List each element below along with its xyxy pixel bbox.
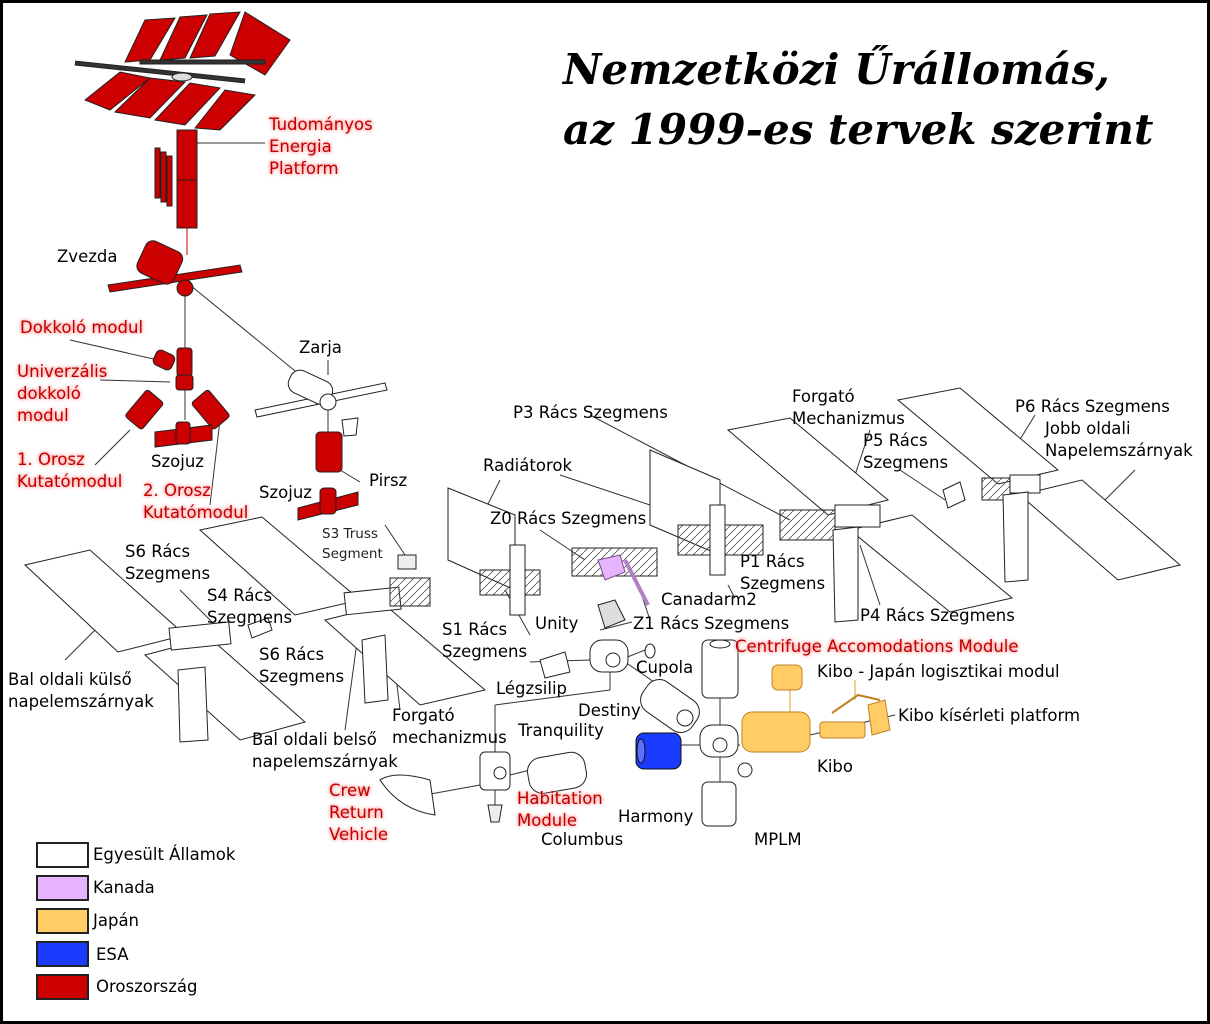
habitation-module [527,751,587,794]
label-left-outer-arrays: Bal oldali külső napelemszárnyak [8,670,154,711]
legend-label-canada: Kanada [93,878,155,897]
label-z0-truss: Z0 Rács Szegmens [490,509,647,528]
left-inner-solar-arrays [198,516,487,706]
kibo-module [741,664,891,753]
label-mplm: MPLM [754,830,802,849]
label-soyuz-1: Szojuz [151,452,204,471]
tranquility-node [479,751,511,791]
label-p3-truss: P3 Rács Szegmens [513,403,668,422]
label-s3-truss: S3 Truss Segment [322,526,383,562]
label-s6-truss-a: S6 Rács Szegmens [125,542,211,583]
pirsz-module [315,431,343,473]
title-line-2: az 1999-es tervek szerint [563,105,1154,154]
label-crew-return-vehicle: Crew Return Vehicle [329,781,389,844]
harmony-node [699,724,739,758]
destiny-lab [640,679,700,733]
label-russian-research-module-2: 2. Orosz Kutatómodul [143,481,249,522]
legend-swatch-esa [36,941,89,967]
label-radiators: Radiátorok [483,456,573,475]
columbus-module [635,732,682,770]
crew-return-vehicle [379,774,436,816]
label-unity: Unity [535,614,579,633]
soyuz-cone [487,804,503,823]
z1-truss [597,599,626,629]
label-pirsz: Pirsz [369,471,408,490]
label-habitation-module: Habitation Module [517,789,603,830]
label-s1-truss: S1 Rács Szegmens [442,620,528,661]
szojuz-capsule [297,487,359,521]
title-line-1: Nemzetközi Űrállomás, [563,45,1110,94]
label-centrifuge-module: Centrifuge Accomodations Module [735,637,1019,656]
label-canadarm2: Canadarm2 [661,590,757,609]
label-kibo-logistics: Kibo - Japán logisztikai modul [817,662,1060,681]
legend-label-usa: Egyesült Államok [93,845,236,864]
label-rotary-mechanism-2: Forgató Mechanizmus [792,387,905,428]
label-p6-truss: P6 Rács Szegmens [1015,397,1170,416]
label-right-arrays: Jobb oldali Napelemszárnyak [1045,419,1193,460]
legend-label-esa: ESA [96,945,129,964]
pma-adapter [737,762,753,778]
label-left-inner-arrays: Bal oldali belső napelemszárnyak [252,730,398,771]
legend-swatch-japan [36,908,89,934]
russian-docking-cluster [125,347,230,448]
unity-node [589,639,629,673]
legend-swatch-usa [36,842,89,868]
s4-truss-segment [247,617,273,639]
label-russian-research-module-1: 1. Orosz Kutatómodul [17,450,123,491]
label-z1-truss: Z1 Rács Szegmens [633,614,790,633]
legend-label-japan: Japán [93,911,140,930]
label-destiny: Destiny [578,701,641,720]
label-p1-truss: P1 Rács Szegmens [740,552,826,593]
label-cupola: Cupola [636,658,694,677]
label-harmony: Harmony [618,807,694,826]
zarja-module [254,369,388,437]
label-universal-docking-module: Univerzális dokkoló modul [17,362,108,425]
science-power-platform [74,11,291,229]
left-outer-solar-arrays [23,549,307,743]
s3-truss-segment [389,554,431,607]
legend-swatch-russia [36,974,89,1000]
label-p5-truss: P5 Rács Szegmens [863,431,949,472]
label-kibo-platform: Kibo kísérleti platform [898,706,1081,725]
label-zarja: Zarja [299,338,342,357]
cupola [644,643,656,659]
label-tranquility: Tranquility [518,721,604,740]
airlock [539,651,571,679]
mplm-module [701,781,737,827]
label-columbus: Columbus [541,830,624,849]
label-airlock: Légzsilip [496,679,568,698]
label-p4-truss: P4 Rács Szegmens [860,606,1015,625]
label-rotary-mechanism-1: Forgató mechanizmus [392,706,507,747]
cam-module [701,639,739,699]
legend-label-russia: Oroszország [96,977,198,996]
label-zvezda: Zvezda [57,247,118,266]
label-s6-truss-b: S6 Rács Szegmens [259,645,345,686]
label-docking-module: Dokkoló modul [20,318,144,337]
label-science-power-platform: Tudományos Energia Platform [269,115,373,178]
right-p4-p5-arrays [726,417,1014,623]
p5-truss [942,481,966,509]
label-s4-truss: S4 Rács Szegmens [207,586,293,627]
s1-truss-radiators [447,487,541,616]
label-kibo: Kibo [817,757,853,776]
zvezda-module [107,240,243,297]
legend-swatch-canada [36,875,89,901]
diagram-title: Nemzetközi Űrállomás, az 1999-es tervek … [563,40,1153,160]
canadarm2 [597,554,650,606]
right-p6-arrays [896,387,1182,583]
p1-truss-radiators [649,449,764,576]
label-soyuz-2: Szojuz [259,483,312,502]
